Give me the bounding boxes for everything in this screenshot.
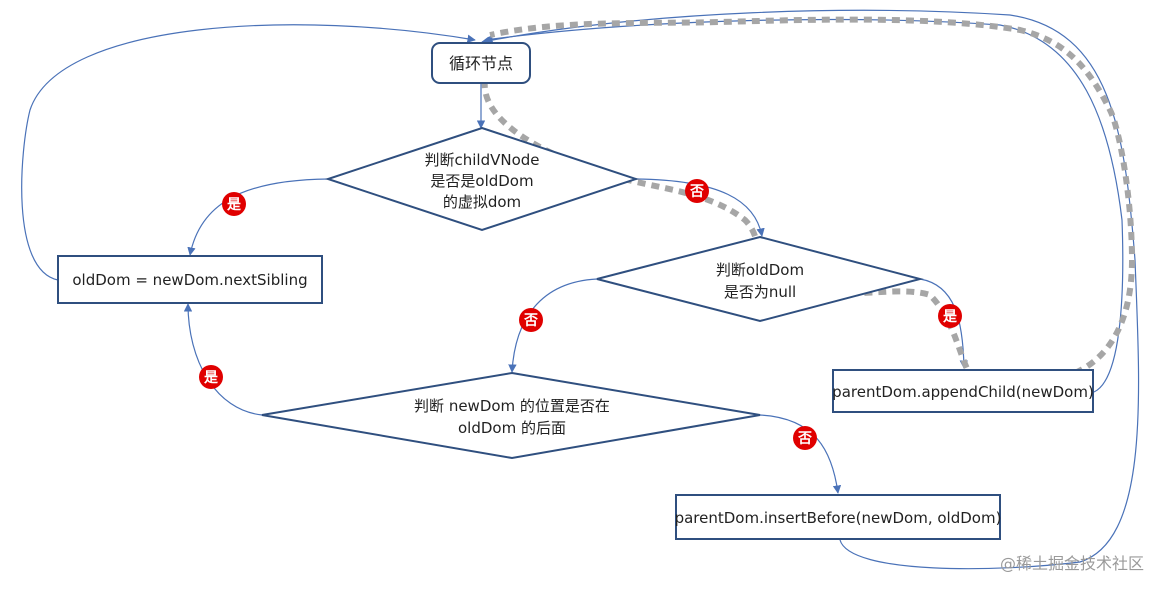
badge-no-check-position: 否 — [793, 426, 817, 450]
edge-check-null-no — [508, 278, 598, 373]
edge-check-child-yes — [187, 178, 329, 256]
badge-no-label: 否 — [797, 431, 812, 447]
loop-node-label: 循环节点 — [449, 54, 513, 73]
badge-yes-check-position: 是 — [199, 365, 223, 389]
check-position-line-2: oldDom 的后面 — [458, 419, 566, 437]
badge-yes-label: 是 — [227, 197, 242, 213]
check-child-line-1: 判断childVNode — [424, 151, 539, 169]
watermark: @稀土掘金技术社区 — [999, 554, 1144, 573]
old-dom-next-box: oldDom = newDom.nextSibling — [57, 255, 323, 304]
check-null-line-2: 是否为null — [724, 283, 796, 301]
insert-before-label: parentDom.insertBefore(newDom, oldDom) — [675, 509, 1002, 527]
badge-no-check-null: 否 — [519, 308, 543, 332]
edge-append-back-to-loop — [484, 18, 1124, 393]
highlighted-path — [481, 16, 1136, 389]
append-child-box: parentDom.appendChild(newDom) — [832, 369, 1094, 413]
insert-before-box: parentDom.insertBefore(newDom, oldDom) — [675, 494, 1002, 540]
badge-no-label: 否 — [523, 313, 538, 329]
badge-no-label: 否 — [689, 184, 704, 200]
check-child-line-2: 是否是oldDom — [430, 172, 533, 190]
edge-check-pos-no — [759, 414, 842, 494]
check-child-diamond: 判断childVNode 是否是oldDom 的虚拟dom — [324, 126, 640, 232]
edge-check-pos-yes — [183, 303, 263, 416]
badge-yes-label: 是 — [204, 370, 219, 386]
check-null-line-1: 判断oldDom — [716, 261, 804, 279]
check-child-line-3: 的虚拟dom — [443, 193, 521, 211]
check-position-diamond: 判断 newDom 的位置是否在 oldDom 的后面 — [261, 371, 761, 460]
badge-no-check-child: 否 — [685, 179, 709, 203]
check-position-line-1: 判断 newDom 的位置是否在 — [414, 397, 610, 415]
edge-check-child-no — [635, 178, 765, 237]
badge-yes-check-null: 是 — [938, 304, 962, 328]
badge-yes-label: 是 — [943, 309, 958, 325]
badge-yes-check-child: 是 — [222, 192, 246, 216]
old-dom-next-label: oldDom = newDom.nextSibling — [72, 271, 307, 289]
edge-olddom-back-to-loop — [21, 24, 476, 281]
loop-node: 循环节点 — [431, 42, 531, 84]
check-null-diamond: 判断oldDom 是否为null — [596, 235, 924, 323]
append-child-label: parentDom.appendChild(newDom) — [832, 383, 1094, 401]
